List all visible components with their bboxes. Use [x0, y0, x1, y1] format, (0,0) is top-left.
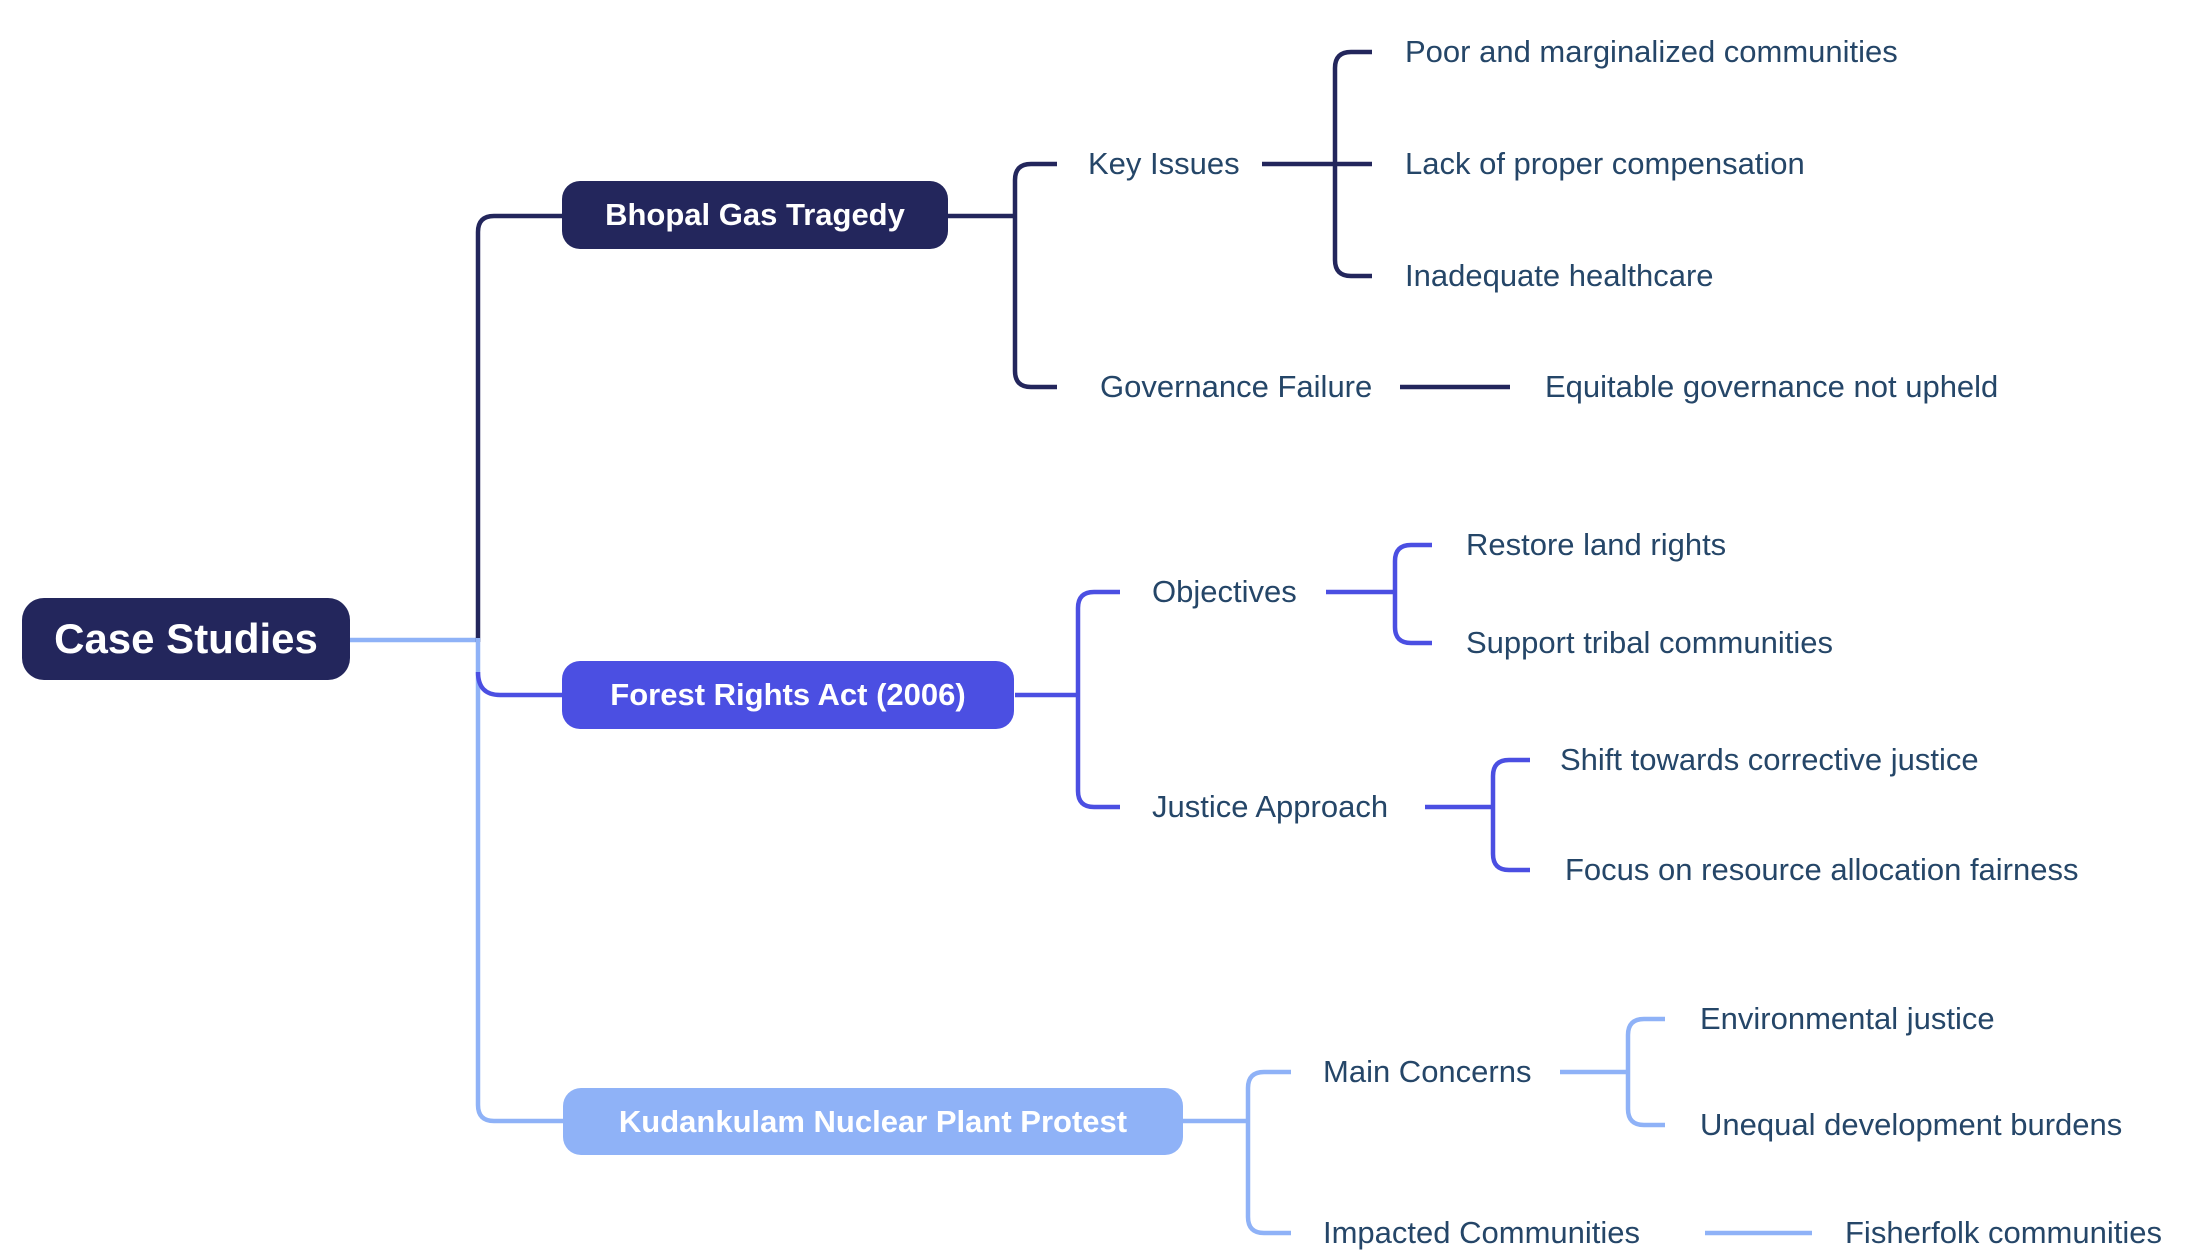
leaf-restore-land-rights[interactable]: Restore land rights: [1466, 527, 1727, 562]
leaf-shift-corrective-justice[interactable]: Shift towards corrective justice: [1560, 742, 1979, 777]
subtopic-key-issues[interactable]: Key Issues: [1088, 146, 1240, 181]
leaf-unequal-development-burdens[interactable]: Unequal development burdens: [1700, 1107, 2123, 1142]
bracket-bhopal-children: [1012, 161, 1057, 390]
leaf-fisherfolk-communities[interactable]: Fisherfolk communities: [1845, 1215, 2162, 1250]
leaf-environmental-justice[interactable]: Environmental justice: [1700, 1001, 1995, 1036]
subtopic-objectives[interactable]: Objectives: [1152, 574, 1297, 609]
trunk-forest: [475, 671, 562, 698]
bracket-forest-children: [1075, 589, 1120, 810]
bracket-justice-approach-children: [1490, 757, 1530, 873]
leaf-support-tribal-communities[interactable]: Support tribal communities: [1466, 625, 1833, 660]
subtopic-main-concerns[interactable]: Main Concerns: [1323, 1054, 1532, 1089]
branch-node-bhopal-gas-tragedy[interactable]: Bhopal Gas Tragedy: [562, 181, 948, 249]
leaf-equitable-governance-not-upheld[interactable]: Equitable governance not upheld: [1545, 369, 1999, 404]
branch-node-forest-rights-act[interactable]: Forest Rights Act (2006): [562, 661, 1014, 729]
leaf-resource-allocation-fairness[interactable]: Focus on resource allocation fairness: [1565, 852, 2079, 887]
leaf-inadequate-healthcare[interactable]: Inadequate healthcare: [1405, 258, 1714, 293]
subtopic-impacted-communities[interactable]: Impacted Communities: [1323, 1215, 1641, 1250]
trunk-kudankulam: [475, 638, 563, 1124]
bracket-kudankulam-children: [1245, 1069, 1291, 1236]
bracket-main-concerns-children: [1625, 1016, 1665, 1128]
subtopic-justice-approach[interactable]: Justice Approach: [1152, 789, 1389, 824]
trunk-bhopal: [475, 213, 562, 642]
bracket-objectives-children: [1392, 542, 1432, 646]
leaf-poor-marginalized-communities[interactable]: Poor and marginalized communities: [1405, 34, 1898, 69]
subtopic-governance-failure[interactable]: Governance Failure: [1100, 369, 1373, 404]
branch-node-kudankulam-protest[interactable]: Kudankulam Nuclear Plant Protest: [563, 1088, 1183, 1155]
leaf-lack-of-compensation[interactable]: Lack of proper compensation: [1405, 146, 1805, 181]
root-node-case-studies[interactable]: Case Studies: [22, 598, 350, 680]
bracket-key-issues-children: [1332, 49, 1372, 279]
